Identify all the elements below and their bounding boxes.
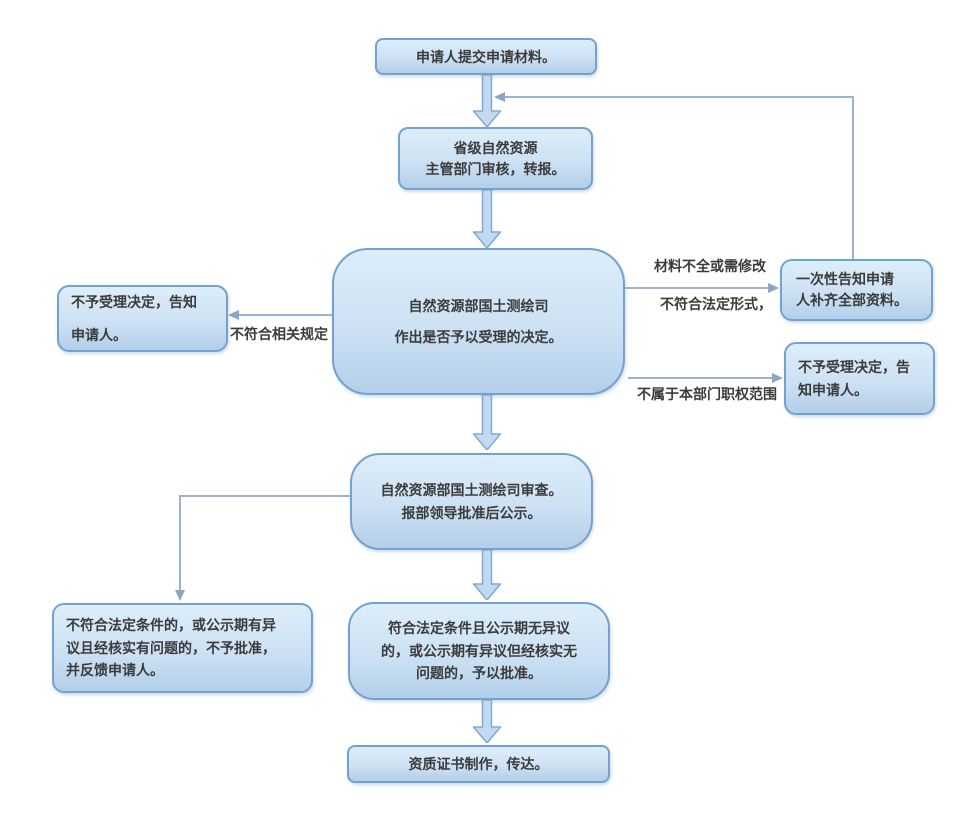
node-review-publicize: 自然资源部国土测绘司审查。 报部领导批准后公示。 xyxy=(350,453,593,550)
connector-supplement xyxy=(625,287,768,289)
label-materials-incomplete: 材料不全或需修改 xyxy=(654,258,766,274)
block-arrow-down-icon xyxy=(472,550,502,600)
block-arrow-down-icon xyxy=(472,190,502,248)
label-not-conform-regulations: 不符合相关规定 xyxy=(230,326,328,342)
label-not-legal-form: 不符合法定形式， xyxy=(660,296,772,312)
node-approve: 符合法定条件且公示期无异议 的，或公示期有异议但经核实无 问题的，予以批准。 xyxy=(348,602,610,700)
connector-reject-left xyxy=(239,314,332,316)
label-not-authority-scope: 不属于本部门职权范围 xyxy=(637,386,777,402)
node-reject-notify-right: 不予受理决定，告 知申请人。 xyxy=(784,342,935,415)
node-provincial-review: 省级自然资源 主管部门审核，转报。 xyxy=(398,127,593,190)
arrowhead-right-icon xyxy=(768,283,779,293)
connector-feedback-vertical xyxy=(852,96,854,259)
connector-reject-right xyxy=(628,377,772,379)
connector-deny-vertical xyxy=(179,495,181,590)
block-arrow-down-icon xyxy=(472,700,502,743)
node-reject-notify-left: 不予受理决定，告知 申请人。 xyxy=(57,285,228,352)
arrowhead-right-icon xyxy=(772,373,783,383)
arrowhead-left-icon xyxy=(228,310,239,320)
node-start: 申请人提交申请材料。 xyxy=(375,38,597,75)
node-acceptance-decision: 自然资源部国土测绘司 作出是否予以受理的决定。 xyxy=(332,248,625,395)
arrowhead-down-icon xyxy=(175,590,185,601)
node-deny-feedback: 不符合法定条件的，或公示期有异 议且经核实有问题的，不予批准， 并反馈申请人。 xyxy=(52,603,313,693)
block-arrow-down-icon xyxy=(472,395,502,450)
arrowhead-left-icon xyxy=(494,92,505,102)
connector-feedback-horizontal xyxy=(505,96,853,98)
node-certificate: 资质证书制作，传达。 xyxy=(347,745,610,783)
connector-deny-horizontal xyxy=(180,495,350,497)
block-arrow-down-icon xyxy=(472,75,502,127)
node-supplement-materials: 一次性告知申请 人补齐全部资料。 xyxy=(780,259,933,321)
